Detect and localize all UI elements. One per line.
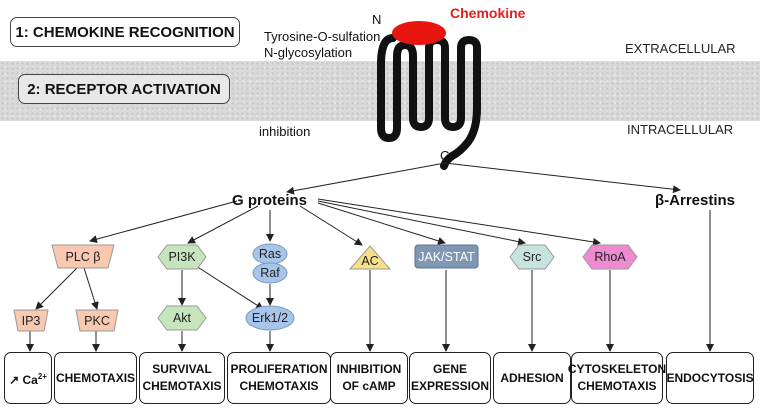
- stage-recognition-label: 1: CHEMOKINE RECOGNITION: [15, 23, 235, 41]
- erk-node: Erk1/2: [251, 311, 289, 325]
- beta-arrestins-label: β-Arrestins: [655, 192, 736, 209]
- rhoa-node-shape: [582, 244, 638, 270]
- intracellular-label: INTRACELLULAR: [627, 122, 734, 137]
- stage-activation-box: 2: RECEPTOR ACTIVATION: [18, 74, 230, 104]
- modification-sulfation: Tyrosine-O-sulfation: [264, 29, 381, 44]
- endocytosis-text: ENDOCYTOSIS: [666, 370, 754, 385]
- cytoskeleton-outcome: CYTOSKELETON CHEMOTAXIS: [567, 352, 667, 404]
- adhesion-text: ADHESION: [500, 370, 564, 385]
- jakstat-node: JAK/STAT: [418, 249, 475, 264]
- endocytosis-outcome: ENDOCYTOSIS: [666, 352, 754, 404]
- calcium-charge: 2+: [37, 371, 47, 381]
- pi3k-node-shape: [157, 244, 207, 270]
- calcium-symbol: Ca: [22, 372, 38, 387]
- survival-line2: CHEMOTAXIS: [142, 379, 222, 393]
- pkc-node: PKC: [84, 313, 110, 328]
- survival-outcome: SURVIVAL CHEMOTAXIS: [139, 352, 225, 404]
- g-proteins-label: G proteins: [232, 192, 308, 209]
- proliferation-outcome: PROLIFERATION CHEMOTAXIS: [227, 352, 331, 404]
- camp-line2: OF cAMP: [342, 379, 396, 393]
- jakstat-node-shape: [414, 244, 479, 269]
- receptor-icon: [377, 34, 481, 170]
- proliferation-line2: CHEMOTAXIS: [239, 379, 319, 393]
- stage-activation-label: 2: RECEPTOR ACTIVATION: [27, 80, 221, 98]
- plcb-node: PLC β: [65, 249, 101, 264]
- chemokine-label: Chemokine: [450, 5, 526, 21]
- ac-node: AC: [361, 253, 379, 268]
- src-node: Src: [522, 250, 542, 264]
- pkc-node-shape: [75, 309, 119, 332]
- stage-recognition-box: 1: CHEMOKINE RECOGNITION: [10, 17, 240, 47]
- camp-line1: INHIBITION: [336, 362, 402, 376]
- ac-node-shape: [348, 245, 392, 270]
- calcium-text: ↗ Ca2+: [9, 368, 47, 389]
- gene-expression-outcome: GENE EXPRESSION: [409, 352, 491, 404]
- chemotaxis-outcome: CHEMOTAXIS: [54, 352, 137, 404]
- chemokine-ligand: [392, 21, 446, 45]
- ras-node: Ras: [258, 247, 282, 261]
- pi3k-node: PI3K: [168, 250, 196, 264]
- c-terminus-label: C: [440, 148, 450, 163]
- chemotaxis-text: CHEMOTAXIS: [55, 370, 136, 385]
- ip3-node-shape: [13, 309, 49, 332]
- cytoskeleton-line1: CYTOSKELETON: [567, 362, 667, 376]
- raf-node: Raf: [260, 266, 280, 280]
- extracellular-label: EXTRACELLULAR: [625, 41, 736, 56]
- camp-outcome: INHIBITION OF cAMP: [330, 352, 408, 404]
- cytoskeleton-line2: CHEMOTAXIS: [577, 379, 657, 393]
- modification-glycosylation: N-glycosylation: [264, 45, 353, 60]
- gene-line1: GENE: [432, 362, 467, 376]
- ip3-node: IP3: [21, 313, 41, 328]
- adhesion-outcome: ADHESION: [493, 352, 571, 404]
- rhoa-node: RhoA: [594, 250, 626, 264]
- plcb-node-shape: [51, 244, 115, 269]
- akt-node: Akt: [172, 311, 192, 325]
- survival-line1: SURVIVAL: [152, 362, 212, 376]
- inhibition-label: inhibition: [259, 124, 311, 139]
- src-node-shape: [509, 244, 555, 270]
- proliferation-line1: PROLIFERATION: [230, 362, 328, 376]
- pathway-arrows: [26, 162, 714, 352]
- akt-node-shape: [157, 305, 207, 331]
- n-terminus-label: N: [372, 12, 382, 27]
- increase-arrow-icon: ↗: [9, 372, 20, 387]
- raf-node-shape: [252, 262, 288, 284]
- erk-node-shape: [245, 305, 295, 331]
- calcium-outcome: ↗ Ca2+: [4, 352, 52, 404]
- gene-line2: EXPRESSION: [410, 379, 490, 393]
